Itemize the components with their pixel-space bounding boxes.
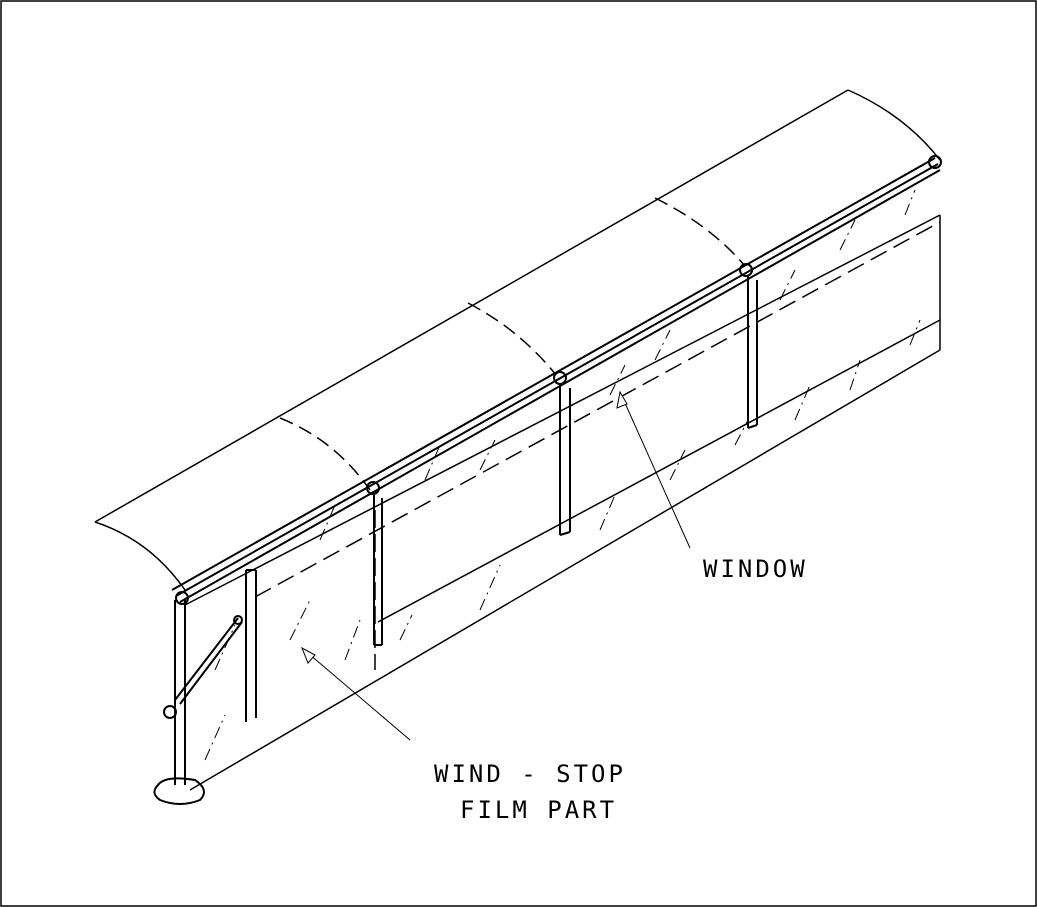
roof-canopy xyxy=(94,89,941,591)
wind-stop-leader-arrow xyxy=(301,646,411,741)
window-label: WINDOW xyxy=(703,555,808,583)
post-foot xyxy=(153,777,205,805)
wind-stop-film-panel xyxy=(184,214,941,791)
support-post xyxy=(153,600,243,805)
wind-stop-label-line1: WIND - STOP xyxy=(434,760,626,788)
top-rail xyxy=(171,155,942,605)
window-leader-arrow xyxy=(616,390,691,549)
wind-stop-label-line2: FILM PART xyxy=(460,796,618,824)
glass-hatching xyxy=(204,189,921,761)
vertical-members xyxy=(245,275,758,722)
